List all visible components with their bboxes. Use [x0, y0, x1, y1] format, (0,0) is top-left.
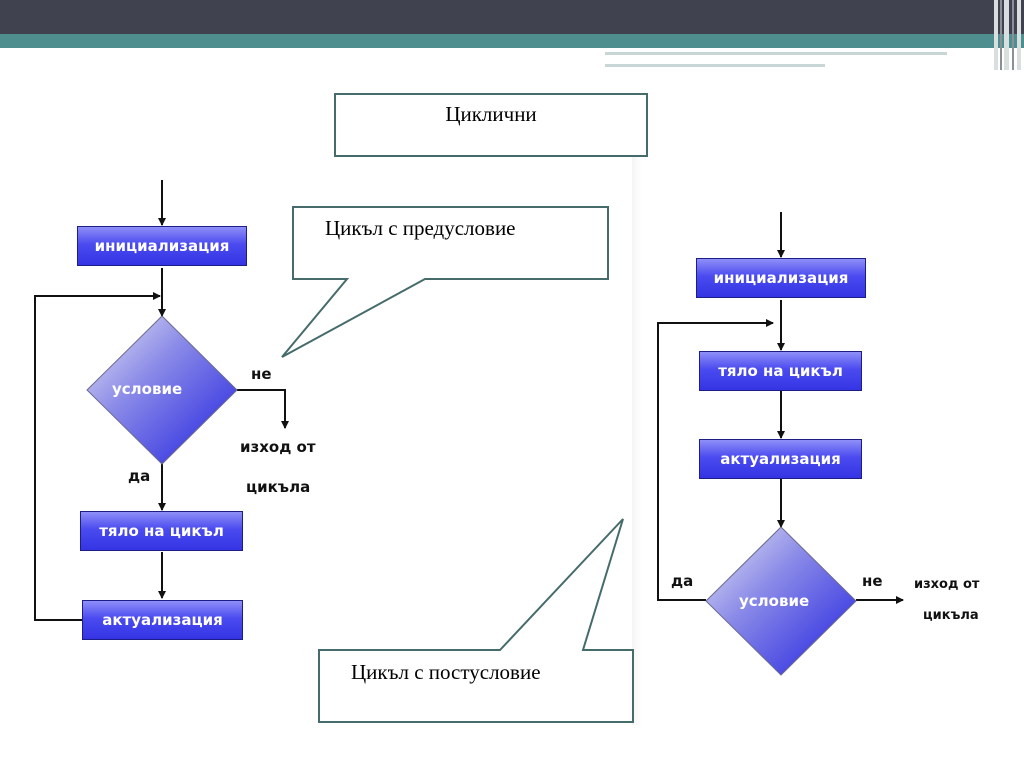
right-init-box: инициализация	[696, 258, 866, 298]
left-condition-label: условие	[112, 380, 183, 398]
left-update-box: актуализация	[82, 600, 243, 640]
postcondition-callout-shape	[318, 518, 634, 723]
panel-edge	[632, 155, 642, 725]
header-line	[605, 52, 947, 55]
header-line	[605, 64, 825, 67]
header-stripe	[1017, 0, 1021, 70]
left-yes-label: да	[128, 467, 151, 485]
slide-title: Циклични	[445, 102, 537, 126]
header-stripe	[1004, 0, 1009, 70]
right-yes-label: да	[671, 572, 694, 590]
right-condition-diamond	[705, 526, 857, 676]
right-condition-label: условие	[739, 592, 810, 610]
right-no-label: не	[862, 572, 883, 590]
right-exit-label-1: изход от	[914, 577, 980, 592]
left-exit-label-2: цикъла	[246, 478, 311, 496]
left-exit-label-1: изход от	[240, 438, 316, 456]
left-init-box: инициализация	[77, 226, 247, 266]
left-connectors	[34, 180, 289, 621]
precondition-label: Цикъл с предусловие	[325, 216, 516, 240]
header-stripe	[994, 0, 998, 70]
precondition-callout-shape	[281, 206, 609, 358]
header-stripe	[1000, 0, 1002, 70]
left-body-box: тяло на цикъл	[80, 511, 243, 551]
right-body-box: тяло на цикъл	[699, 351, 862, 391]
left-condition-diamond	[86, 315, 238, 465]
header-stripe	[1012, 0, 1014, 70]
postcondition-label: Цикъл с постусловие	[351, 660, 541, 684]
header-accent-bar	[0, 34, 1024, 48]
right-update-box: актуализация	[699, 439, 862, 479]
title-box: Циклични	[334, 93, 648, 157]
right-exit-label-2: цикъла	[923, 608, 979, 623]
left-no-label: не	[251, 365, 272, 383]
header-bar	[0, 0, 1024, 34]
right-connectors	[657, 212, 904, 604]
